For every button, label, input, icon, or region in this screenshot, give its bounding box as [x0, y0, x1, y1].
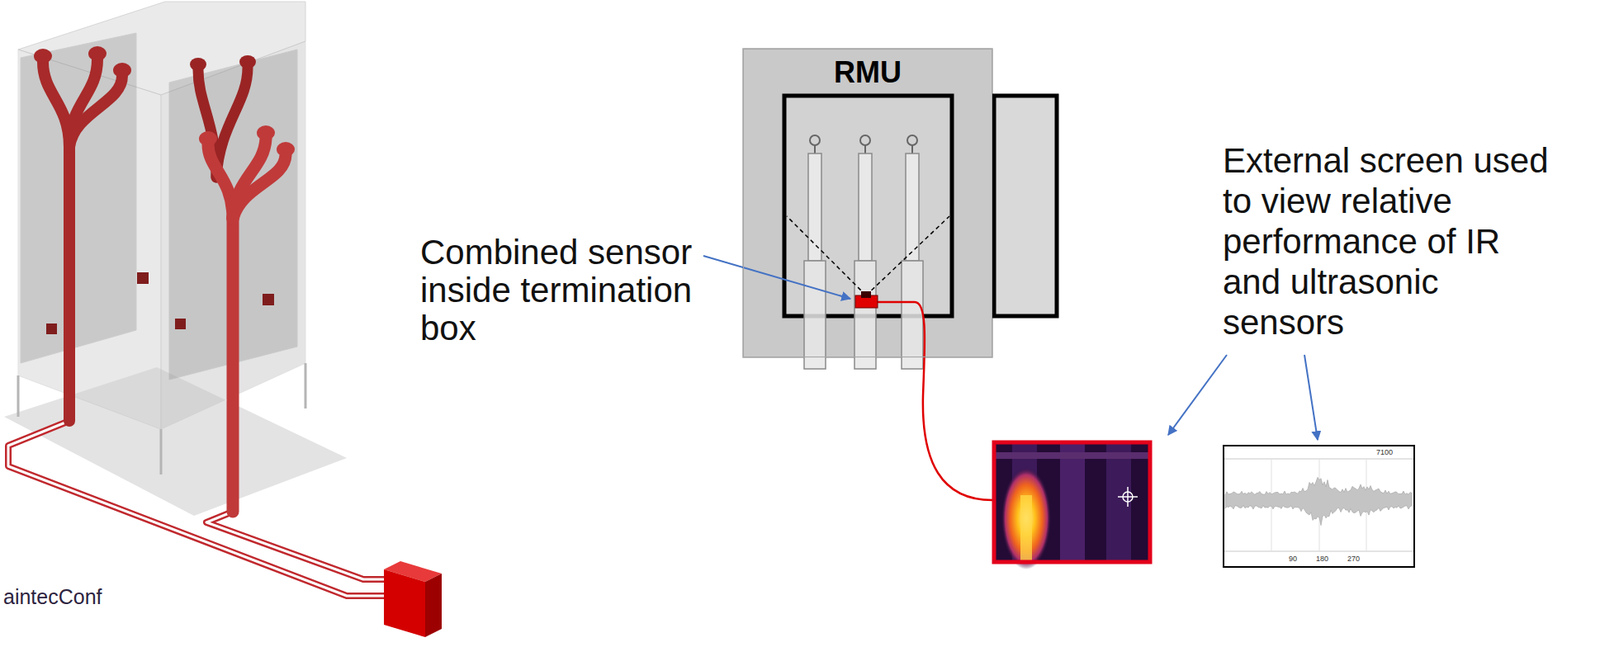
- axis-value-box: 270: [1347, 554, 1360, 564]
- sensor-cable: [877, 302, 993, 501]
- cable-lug: [33, 48, 53, 64]
- bushing-lug: [907, 135, 918, 146]
- cable-termination: [854, 260, 876, 370]
- cable-lug: [88, 46, 107, 62]
- leader-arrow: [1168, 355, 1227, 436]
- cable-termination: [901, 260, 924, 370]
- thermal-screen: [994, 442, 1151, 570]
- thermal-hotspot: [1001, 467, 1051, 570]
- axis-value-box: 7100: [1376, 448, 1393, 458]
- axis-value-box: 180: [1315, 554, 1329, 564]
- leader-arrow: [1304, 355, 1318, 441]
- rmu-side-panel: [994, 95, 1057, 317]
- kiosk-leg: [17, 375, 20, 417]
- axis-value: 180: [1315, 554, 1329, 564]
- sensor-unit: [262, 293, 275, 306]
- axis-value: 7100: [1376, 448, 1393, 458]
- waveform: [1225, 477, 1412, 526]
- bushing-stem: [864, 145, 867, 154]
- cable-group: [208, 138, 286, 512]
- bushing-body: [858, 153, 872, 261]
- ultrasonic-screen: [1223, 445, 1415, 568]
- waveform-trace: [1225, 477, 1412, 526]
- callout-text: External screen used to view relative pe…: [1222, 140, 1558, 343]
- rmu-illustration: [743, 48, 1057, 501]
- callout-text-box: External screen used to view relative pe…: [1222, 140, 1558, 343]
- cable-lug: [113, 62, 132, 78]
- axis-value: 90: [1288, 554, 1298, 564]
- cable-trench-inner: [8, 421, 389, 597]
- crosshair: [1126, 487, 1129, 507]
- bushing-lug: [809, 135, 820, 146]
- cable-lug: [239, 55, 256, 69]
- thermal-terminal: [1106, 442, 1132, 563]
- cable-lug: [256, 125, 275, 141]
- sensor-unit: [137, 272, 149, 285]
- thermal-hot-cable: [1020, 495, 1032, 563]
- cable-branch: [232, 155, 286, 219]
- kiosk-leg: [304, 363, 308, 409]
- cable-trench: [206, 511, 389, 580]
- cable-trench: [8, 421, 389, 597]
- bushing-body: [808, 153, 822, 261]
- bushing: [854, 135, 876, 370]
- cable-trunk: [63, 144, 76, 422]
- cable-trench-inner: [206, 511, 389, 580]
- thermal-terminal: [1060, 442, 1085, 563]
- cable-lug: [189, 57, 207, 72]
- junction-box-front: [383, 569, 426, 638]
- cable-trunk: [227, 216, 240, 512]
- watermark: aintecConf: [3, 584, 103, 610]
- node-title: RMU: [833, 55, 902, 90]
- watermark-box: aintecConf: [3, 584, 103, 610]
- field-of-view-line: [866, 216, 950, 296]
- bushing-body: [905, 153, 919, 261]
- sensor-lens: [861, 291, 872, 299]
- sensor-unit: [175, 318, 186, 330]
- callout-text: Combined sensor inside termination box: [420, 233, 711, 348]
- sensor-unit: [46, 323, 57, 335]
- kiosk-illustration: [4, 1, 442, 638]
- axis-value: 270: [1347, 554, 1360, 564]
- junction-box-side: [425, 573, 442, 638]
- cable-group: [42, 59, 123, 422]
- rmu-housing: RMU: [743, 48, 993, 358]
- bushing-stem: [814, 145, 816, 154]
- bushing-lug: [860, 135, 871, 146]
- cable-lug: [276, 142, 295, 157]
- termination-box: [20, 33, 137, 364]
- kiosk-leg: [160, 429, 163, 475]
- bushing-stem: [911, 145, 914, 154]
- screen-frame: [1223, 445, 1415, 568]
- callout-text-box: Combined sensor inside termination box: [420, 233, 711, 348]
- screen-frame: [994, 442, 1151, 563]
- leader-arrow: [703, 255, 851, 299]
- cable-branch: [216, 67, 248, 178]
- cable-termination: [804, 260, 826, 370]
- cable-lug: [198, 131, 218, 147]
- thermal-busbar: [994, 452, 1151, 460]
- axis-value-box: 90: [1288, 554, 1298, 564]
- cable-branch: [69, 75, 123, 147]
